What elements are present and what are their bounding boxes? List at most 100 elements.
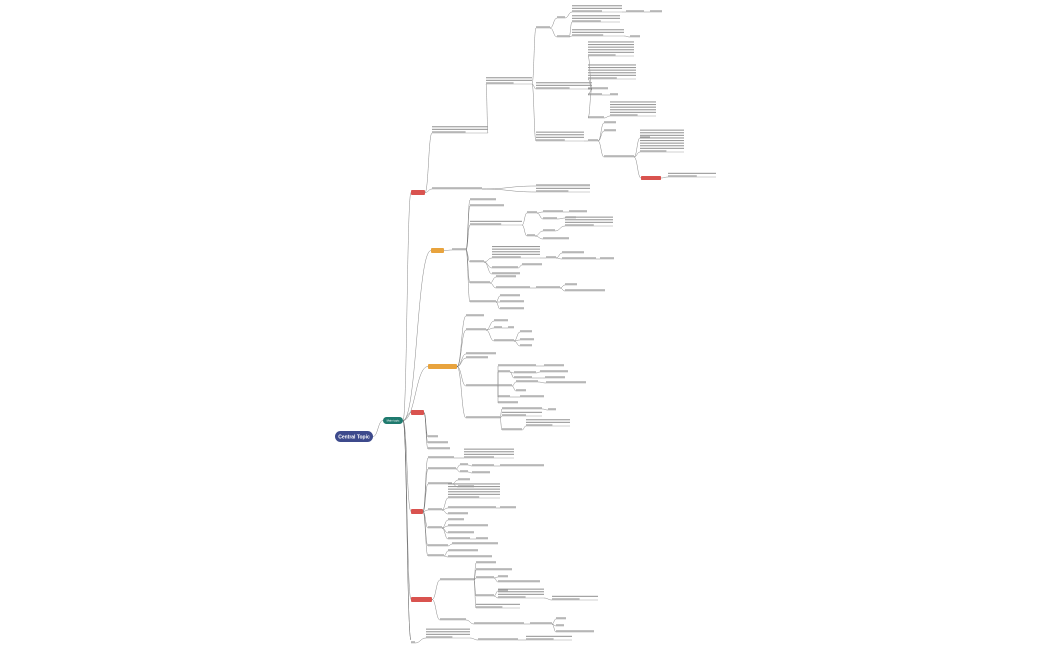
subtopic-node[interactable] — [545, 376, 565, 379]
subtopic-node[interactable] — [476, 568, 512, 571]
subtopic-node[interactable] — [543, 210, 563, 213]
subtopic-node[interactable] — [492, 246, 540, 259]
central-topic[interactable]: Central Topic — [335, 431, 373, 442]
subtopic-node[interactable] — [650, 10, 662, 13]
subtopic-node[interactable] — [474, 622, 524, 625]
subtopic-node[interactable] — [448, 537, 470, 540]
subtopic-node[interactable] — [572, 29, 624, 37]
subtopic-node[interactable] — [448, 549, 478, 552]
subtopic-node[interactable] — [428, 526, 442, 529]
subtopic-node[interactable] — [448, 524, 488, 527]
subtopic-node[interactable] — [520, 338, 534, 341]
subtopic-node[interactable] — [411, 641, 415, 644]
branch-node-1[interactable] — [411, 190, 425, 195]
subtopic-node[interactable] — [426, 628, 470, 639]
subtopic-node[interactable] — [610, 93, 618, 96]
subtopic-node[interactable] — [448, 512, 468, 515]
subtopic-node[interactable] — [470, 198, 496, 201]
subtopic-node[interactable] — [486, 77, 532, 85]
subtopic-node[interactable] — [516, 389, 526, 392]
branch-node-2[interactable] — [431, 248, 444, 253]
subtopic-node[interactable] — [470, 260, 484, 263]
subtopic-node[interactable] — [500, 300, 524, 303]
subtopic-node[interactable] — [466, 384, 498, 387]
subtopic-node[interactable] — [428, 544, 448, 547]
subtopic-node[interactable] — [470, 204, 504, 207]
subtopic-node[interactable] — [476, 561, 496, 564]
subtopic-node[interactable] — [543, 237, 569, 240]
subtopic-node[interactable] — [476, 594, 494, 597]
subtopic-node[interactable] — [604, 129, 616, 132]
subtopic-node[interactable] — [569, 210, 587, 213]
subtopic-node[interactable] — [544, 364, 564, 367]
subtopic-node[interactable] — [478, 638, 518, 641]
subtopic-node[interactable] — [494, 319, 508, 322]
subtopic-node[interactable] — [492, 272, 520, 275]
subtopic-node[interactable] — [466, 328, 486, 331]
subtopic-node[interactable] — [428, 441, 448, 444]
subtopic-node[interactable] — [640, 129, 684, 153]
subtopic-node[interactable] — [448, 483, 500, 499]
subtopic-node[interactable] — [498, 364, 536, 367]
subtopic-node[interactable] — [460, 470, 468, 473]
subtopic-node[interactable] — [552, 595, 598, 601]
subtopic-node[interactable] — [530, 622, 552, 625]
subtopic-node[interactable] — [448, 555, 492, 558]
subtopic-node[interactable] — [557, 16, 565, 19]
subtopic-node[interactable] — [502, 407, 542, 410]
subtopic-node[interactable] — [557, 35, 569, 38]
subtopic-node[interactable] — [472, 464, 494, 467]
highlighted-leaf[interactable] — [641, 176, 661, 180]
subtopic-node[interactable] — [514, 371, 536, 374]
subtopic-node[interactable] — [588, 41, 634, 57]
subtopic-node[interactable] — [428, 554, 444, 557]
subtopic-node[interactable] — [536, 187, 590, 193]
subtopic-node[interactable] — [588, 139, 598, 142]
subtopic-node[interactable] — [428, 435, 438, 438]
subtopic-node[interactable] — [588, 64, 636, 80]
subtopic-node[interactable] — [536, 82, 592, 90]
subtopic-node[interactable] — [536, 131, 584, 142]
subtopic-node[interactable] — [498, 370, 510, 373]
subtopic-node[interactable] — [498, 588, 544, 599]
subtopic-node[interactable] — [543, 217, 557, 220]
subtopic-node[interactable] — [516, 380, 538, 383]
subtopic-node[interactable] — [604, 121, 616, 124]
subtopic-node[interactable] — [440, 578, 474, 581]
subtopic-node[interactable] — [565, 216, 613, 227]
subtopic-node[interactable] — [460, 463, 468, 466]
subtopic-node[interactable] — [500, 307, 524, 310]
subtopic-node[interactable] — [520, 330, 532, 333]
subtopic-node[interactable] — [428, 508, 442, 511]
subtopic-node[interactable] — [526, 635, 572, 641]
subtopic-node[interactable] — [452, 542, 498, 545]
subtopic-node[interactable] — [536, 184, 590, 187]
subtopic-node[interactable] — [500, 464, 544, 467]
subtopic-node[interactable] — [572, 15, 620, 23]
branch-node-6[interactable] — [411, 597, 432, 602]
subtopic-node[interactable] — [448, 531, 474, 534]
subtopic-node[interactable] — [540, 370, 568, 373]
subtopic-node[interactable] — [466, 314, 484, 317]
subtopic-node[interactable] — [508, 326, 514, 329]
subtopic-node[interactable] — [494, 326, 502, 329]
subtopic-node[interactable] — [543, 229, 555, 232]
subtopic-node[interactable] — [626, 10, 644, 13]
subtopic-node[interactable] — [452, 248, 466, 251]
subtopic-node[interactable] — [500, 506, 516, 509]
subtopic-node[interactable] — [536, 286, 560, 289]
subtopic-node[interactable] — [668, 172, 716, 178]
subtopic-node[interactable] — [428, 456, 454, 459]
subtopic-node[interactable] — [498, 580, 540, 583]
subtopic-node[interactable] — [498, 395, 510, 398]
subtopic-node[interactable] — [428, 467, 456, 470]
subtopic-node[interactable] — [572, 5, 622, 13]
subtopic-node[interactable] — [546, 381, 586, 384]
subtopic-node[interactable] — [514, 376, 532, 379]
subtopic-node[interactable] — [470, 300, 496, 303]
subtopic-node[interactable] — [630, 35, 640, 38]
subtopic-node[interactable] — [476, 537, 488, 540]
subtopic-node[interactable] — [520, 395, 544, 398]
subtopic-node[interactable] — [588, 116, 604, 119]
subtopic-node[interactable] — [604, 155, 634, 158]
